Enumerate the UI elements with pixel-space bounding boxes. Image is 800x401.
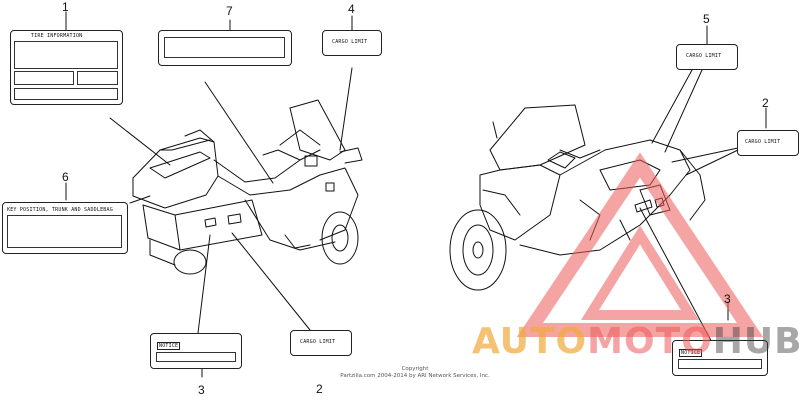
callout-7: 7 bbox=[226, 4, 233, 18]
tire-information-label: TIRE INFORMATION bbox=[10, 30, 123, 105]
leader-lines bbox=[65, 11, 767, 378]
watermark-auto: AUTO bbox=[472, 321, 588, 362]
copyright-line-1: Copyright bbox=[401, 366, 429, 372]
key-position-text: KEY POSITION, TRUNK AND SADDLEBAG bbox=[7, 207, 113, 213]
copyright-notice: Copyright Partzilla.com 2004-2014 by ARI… bbox=[330, 366, 500, 380]
tire-info-table-top bbox=[14, 41, 118, 69]
cargo-limit-label-bottom: CARGO LIMIT bbox=[290, 330, 352, 356]
key-position-label: KEY POSITION, TRUNK AND SADDLEBAG bbox=[2, 202, 128, 254]
cargo-limit-text-2: CARGO LIMIT bbox=[745, 139, 781, 145]
watermark-triangle bbox=[516, 152, 764, 337]
automotohub-watermark: AUTOMOTOHUB bbox=[472, 321, 800, 362]
cargo-limit-label-2: CARGO LIMIT bbox=[737, 130, 799, 156]
notice-inner-left bbox=[156, 352, 236, 362]
callout-6: 6 bbox=[62, 170, 69, 184]
cargo-limit-text-bottom: CARGO LIMIT bbox=[300, 339, 336, 345]
left-motorcycle-drawing bbox=[132, 99, 363, 275]
copyright-line-2: Partzilla.com 2004-2014 by ARI Network S… bbox=[340, 373, 490, 379]
tire-information-title: TIRE INFORMATION bbox=[31, 33, 83, 39]
notice-text-left: NOTICE bbox=[157, 342, 181, 350]
watermark-hub: HUB bbox=[712, 321, 800, 362]
key-position-inner bbox=[7, 215, 122, 248]
callout-5: 5 bbox=[703, 12, 710, 26]
callout-3-left: 3 bbox=[198, 383, 205, 397]
notice-inner-right bbox=[678, 359, 762, 369]
tire-info-table-right bbox=[77, 71, 118, 85]
tire-info-table-left bbox=[14, 71, 74, 85]
cargo-limit-text-5: CARGO LIMIT bbox=[686, 53, 722, 59]
callout-1: 1 bbox=[62, 0, 69, 14]
blank-label-7 bbox=[158, 30, 292, 66]
tire-info-table-bottom bbox=[14, 88, 118, 100]
blank-label-7-inner bbox=[164, 37, 285, 58]
cargo-limit-text-4: CARGO LIMIT bbox=[332, 39, 368, 45]
callout-3-right: 3 bbox=[724, 292, 731, 306]
cargo-limit-label-5: CARGO LIMIT bbox=[676, 44, 738, 70]
notice-text-right: NOTICE bbox=[679, 349, 703, 357]
cargo-limit-label-4: CARGO LIMIT bbox=[322, 30, 382, 56]
callout-2-left: 2 bbox=[316, 382, 323, 396]
callout-4: 4 bbox=[348, 2, 355, 16]
watermark-moto: MOTO bbox=[587, 321, 713, 362]
callout-2-right: 2 bbox=[762, 96, 769, 110]
notice-label-right: NOTICE bbox=[672, 340, 768, 376]
notice-label-left: NOTICE bbox=[150, 333, 242, 369]
